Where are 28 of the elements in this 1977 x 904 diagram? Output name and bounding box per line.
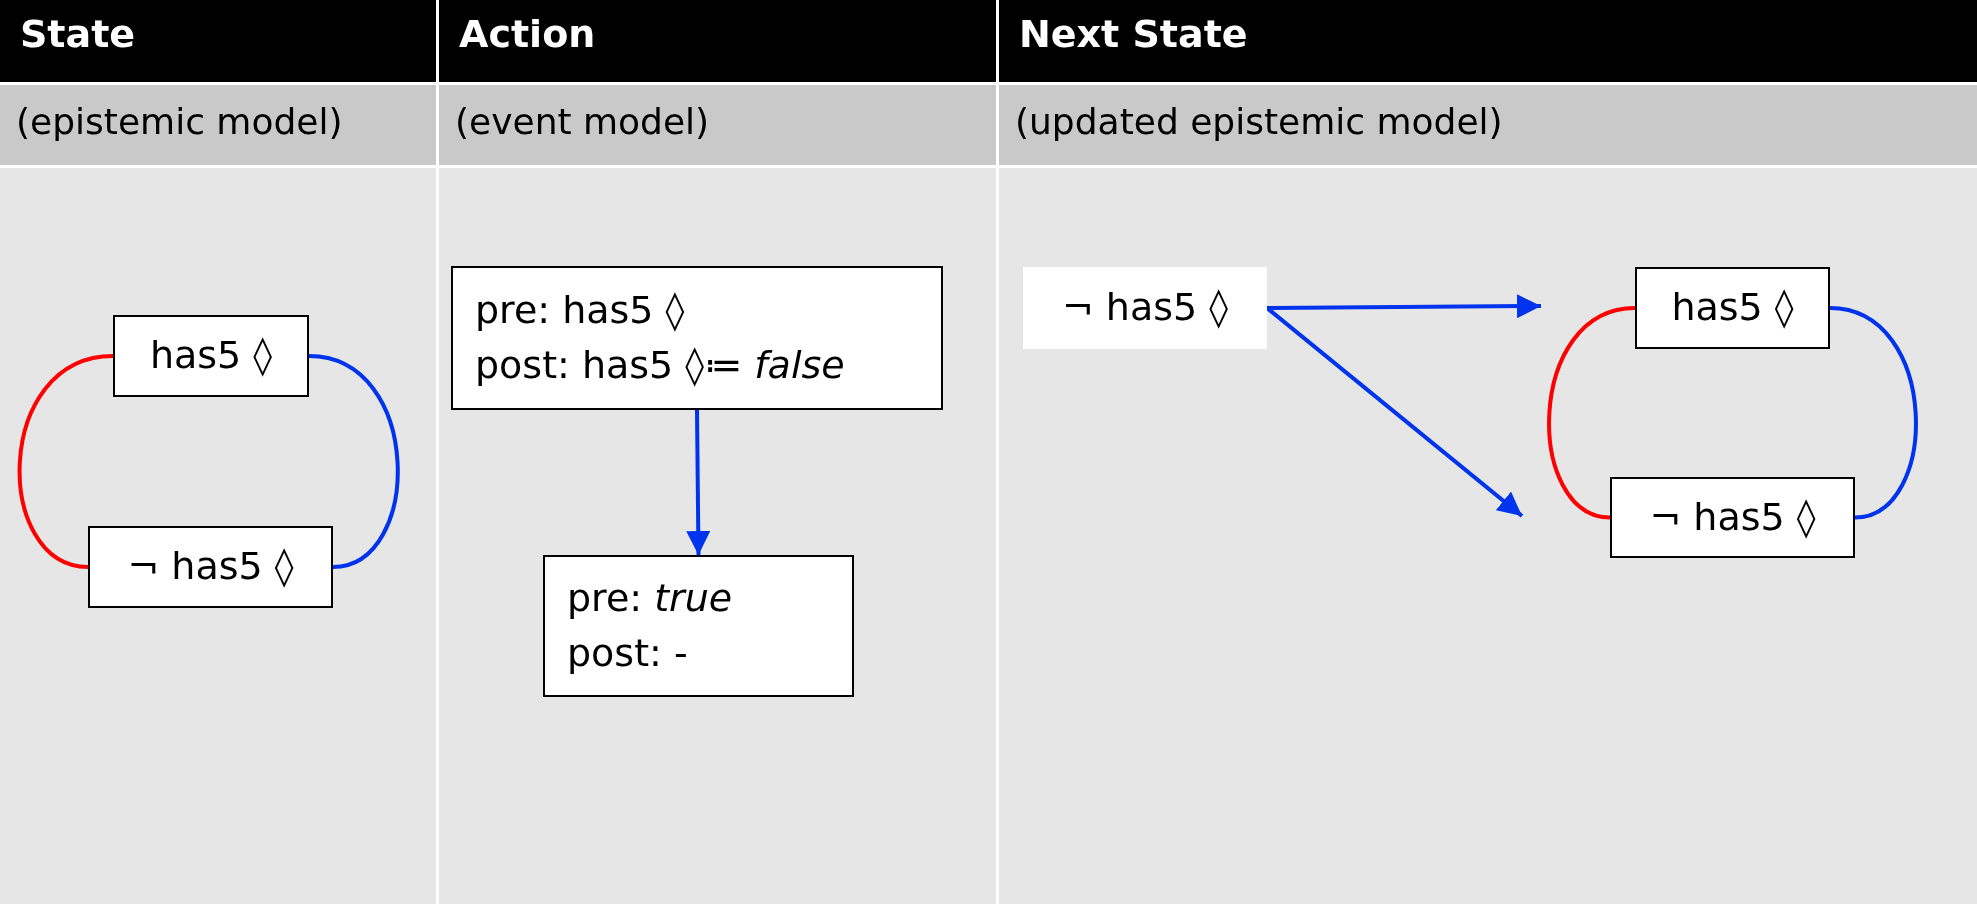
world-box (88, 526, 333, 608)
column-subheader: (updated epistemic model) (999, 85, 1977, 165)
formula-text: pre: true (567, 574, 734, 622)
column-header: State (0, 0, 436, 82)
world-box (1635, 267, 1830, 349)
connector-line (308, 354, 400, 569)
arrow (686, 409, 711, 556)
formula-text: post: - (567, 630, 689, 677)
column-subheader: (event model) (439, 85, 996, 165)
connector-line (17, 354, 114, 569)
formula-text: ¬ has5 ◊ (127, 543, 294, 591)
world-box (1610, 477, 1855, 558)
column-header: Action (439, 0, 996, 82)
world-box (113, 315, 309, 397)
arrow (1267, 294, 1541, 319)
world-box (1023, 267, 1267, 349)
formula-text: pre: has5 ◊ (475, 286, 686, 334)
connector-line (1547, 306, 1636, 520)
event-box (543, 555, 854, 697)
formula-text: has5 ◊ (149, 332, 273, 380)
formula-text: has5 ◊ (1671, 284, 1794, 332)
event-box (451, 266, 943, 410)
formula-text: ¬ has5 ◊ (1649, 493, 1816, 541)
formula-text: ¬ has5 ◊ (1061, 284, 1229, 332)
formula-text: post: has5 ◊≔ false (475, 342, 846, 389)
column-subheader: (epistemic model) (0, 85, 436, 165)
connector-line (1829, 306, 1918, 520)
column-header: Next State (999, 0, 1977, 82)
